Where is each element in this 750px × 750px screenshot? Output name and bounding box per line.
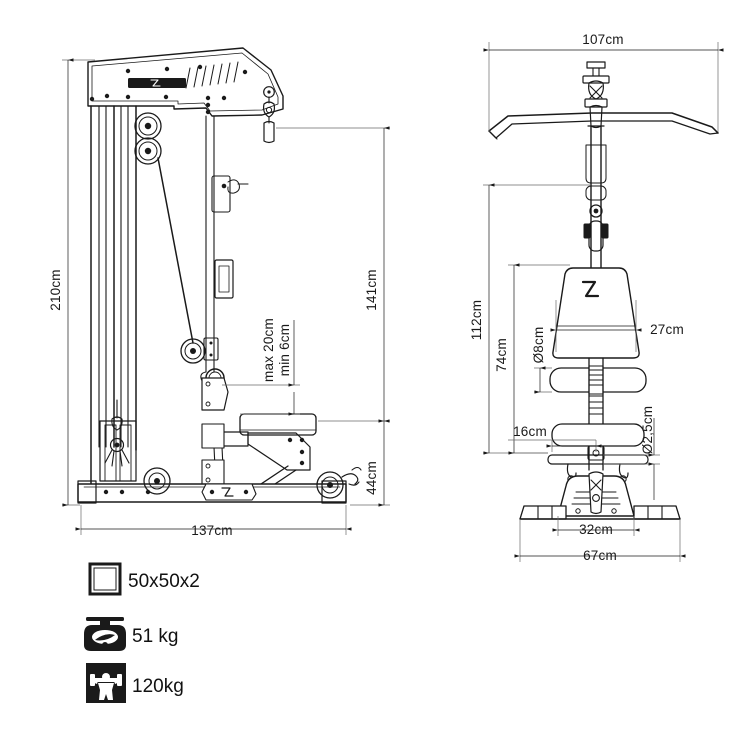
front-lat-bar — [488, 112, 719, 140]
side-rollers — [143, 466, 362, 499]
side-selector-assembly — [104, 399, 130, 467]
front-seat-pad — [551, 423, 645, 447]
side-weight-stack-column — [90, 105, 137, 489]
square-tube-icon — [88, 562, 122, 596]
front-view-machine — [488, 61, 719, 520]
dim-label-32cm: 32cm — [579, 522, 613, 537]
legend-item-max-load: 120kg — [86, 663, 184, 703]
dim-front-backpad-width — [550, 300, 642, 352]
dim-front-tube-diameter — [603, 418, 660, 500]
front-base-shroud — [557, 471, 635, 517]
dim-label-137cm: 137cm — [191, 523, 233, 538]
dim-label-min6cm: min 6cm — [277, 324, 292, 376]
side-base-rail — [77, 480, 347, 504]
dim-label-44cm: 44cm — [364, 461, 379, 495]
legend-item-weight: 51 kg — [84, 617, 178, 651]
side-mast — [205, 115, 249, 373]
weight-lifter-icon — [86, 663, 126, 703]
front-back-pad — [552, 267, 640, 359]
side-seat-pad — [239, 413, 317, 436]
side-seat-frame — [201, 377, 311, 499]
dimension-labels: 210cm 141cm 44cm 137cm max 20cm min 6cm … — [48, 32, 684, 563]
side-cable-diagonal — [157, 157, 194, 344]
dim-side-pad-travel — [222, 320, 300, 416]
front-thigh-pad-upper — [549, 365, 647, 395]
dim-label-112cm: 112cm — [469, 300, 484, 341]
dim-label-210cm: 210cm — [48, 269, 63, 311]
dim-front-pad-diameter — [534, 366, 552, 394]
dim-front-base-inner — [552, 516, 640, 536]
dim-label-107cm: 107cm — [582, 32, 624, 47]
side-upper-pulleys — [134, 112, 162, 165]
dim-label-diameter-8cm: Ø8cm — [531, 327, 546, 364]
side-top-pulley-hook — [262, 86, 276, 144]
dim-label-16cm: 16cm — [513, 424, 547, 439]
dim-label-27cm: 27cm — [650, 322, 684, 337]
side-view-machine — [77, 47, 362, 504]
dim-label-diameter-2p5cm: Ø2,5cm — [640, 406, 655, 454]
dim-label-67cm: 67cm — [583, 548, 617, 563]
front-lower-post — [588, 357, 604, 471]
legend-label-max-load: 120kg — [132, 676, 184, 697]
legend-item-tube: 50x50x2 — [88, 562, 200, 596]
legend-label-weight: 51 kg — [132, 626, 178, 647]
legend: 50x50x2 51 kg — [84, 562, 200, 703]
dim-front-height-seat — [508, 263, 570, 455]
dim-label-74cm: 74cm — [494, 338, 509, 372]
dim-side-width-base — [75, 505, 352, 535]
dim-front-base-outer — [514, 519, 686, 562]
dim-front-roller-offset — [508, 439, 602, 452]
side-top-housing — [87, 47, 284, 117]
legend-label-tube: 50x50x2 — [128, 571, 200, 592]
dim-front-bar-width — [483, 42, 724, 132]
dim-label-141cm: 141cm — [364, 269, 379, 311]
weight-scale-icon — [84, 617, 126, 651]
dim-side-height-total — [62, 58, 95, 507]
front-feet — [519, 505, 681, 520]
dim-side-height-seat — [350, 419, 390, 507]
dim-side-height-pulley — [276, 126, 390, 423]
dim-label-max20cm: max 20cm — [261, 318, 276, 382]
